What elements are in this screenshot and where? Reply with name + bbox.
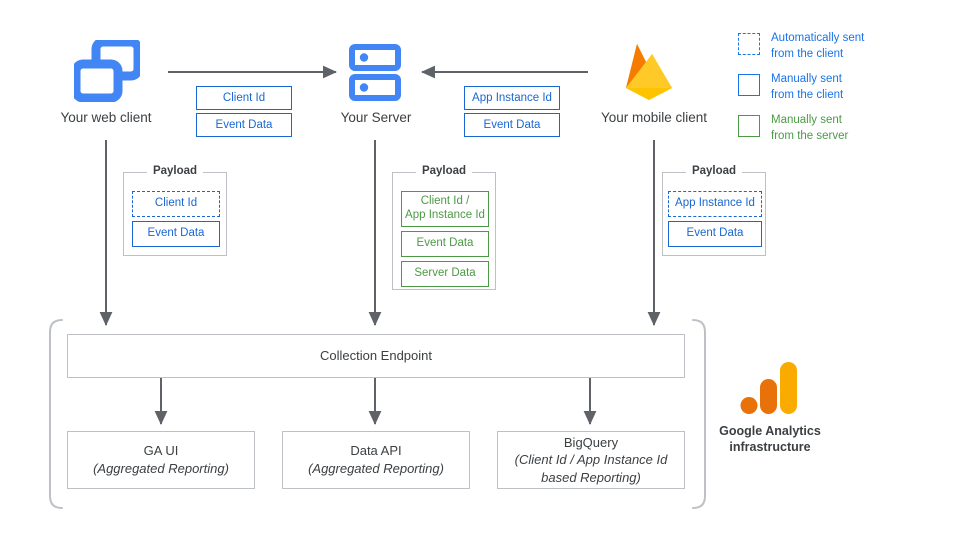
legend-item-manually-sent-client: Manually sent from the client xyxy=(738,73,948,104)
flow-tag-mobile-event-data: Event Data xyxy=(464,113,560,137)
payload-chip-server-id: Client Id / App Instance Id xyxy=(401,191,489,227)
output-title-data-api: Data API xyxy=(350,443,402,459)
web-client-label: Your web client xyxy=(60,110,152,125)
payload-group-mobile: Payload App Instance Id Event Data xyxy=(662,165,766,256)
output-subtitle-data-api: (Aggregated Reporting) xyxy=(308,461,444,476)
flow-tag-web-event-data: Event Data xyxy=(196,113,292,137)
server-label: Your Server xyxy=(340,110,412,125)
legend-label-manually-sent-client: Manually sent from the client xyxy=(771,73,844,101)
payload-group-web: Payload Client Id Event Data xyxy=(123,165,227,256)
legend-item-automatically-sent: Automatically sent from the client xyxy=(738,32,948,63)
legend-label-manually-sent-server: Manually sent from the server xyxy=(771,114,849,142)
payload-title-web: Payload xyxy=(146,165,204,177)
payload-chip-server-event-data: Event Data xyxy=(401,231,489,257)
payload-chip-mobile-app-instance-id: App Instance Id xyxy=(668,191,762,217)
output-box-bigquery: BigQuery (Client Id / App Instance Id ba… xyxy=(497,431,685,489)
server-icon xyxy=(349,44,401,102)
firebase-icon xyxy=(618,38,680,104)
payload-title-server: Payload xyxy=(415,165,473,177)
legend-swatch-solid-blue xyxy=(738,74,760,96)
google-analytics-icon xyxy=(740,362,800,416)
output-box-data-api: Data API (Aggregated Reporting) xyxy=(282,431,470,489)
legend-label-automatically-sent: Automatically sent from the client xyxy=(771,32,865,60)
flow-tag-web-client-id: Client Id xyxy=(196,86,292,110)
output-title-bigquery: BigQuery xyxy=(563,434,619,450)
payload-chip-web-event-data: Event Data xyxy=(132,221,220,247)
payload-group-server: Payload Client Id / App Instance Id Even… xyxy=(392,165,496,290)
payload-chip-mobile-event-data: Event Data xyxy=(668,221,762,247)
payload-chip-web-client-id: Client Id xyxy=(132,191,220,217)
output-subtitle-ga-ui: (Aggregated Reporting) xyxy=(93,461,229,476)
legend-swatch-solid-green xyxy=(738,115,760,137)
output-subtitle-bigquery: (Client Id / App Instance Id based Repor… xyxy=(514,452,668,485)
collection-endpoint-box: Collection Endpoint xyxy=(67,334,685,378)
legend-item-manually-sent-server: Manually sent from the server xyxy=(738,114,948,145)
mobile-client-label: Your mobile client xyxy=(600,110,708,125)
output-title-ga-ui: GA UI xyxy=(143,443,179,459)
web-client-icon xyxy=(74,40,140,102)
output-box-ga-ui: GA UI (Aggregated Reporting) xyxy=(67,431,255,489)
payload-chip-server-server-data: Server Data xyxy=(401,261,489,287)
legend-swatch-dashed-blue xyxy=(738,33,760,55)
payload-title-mobile: Payload xyxy=(685,165,743,177)
flow-tag-mobile-app-instance-id: App Instance Id xyxy=(464,86,560,110)
ga-infrastructure-label: Google Analytics infrastructure xyxy=(719,424,821,454)
